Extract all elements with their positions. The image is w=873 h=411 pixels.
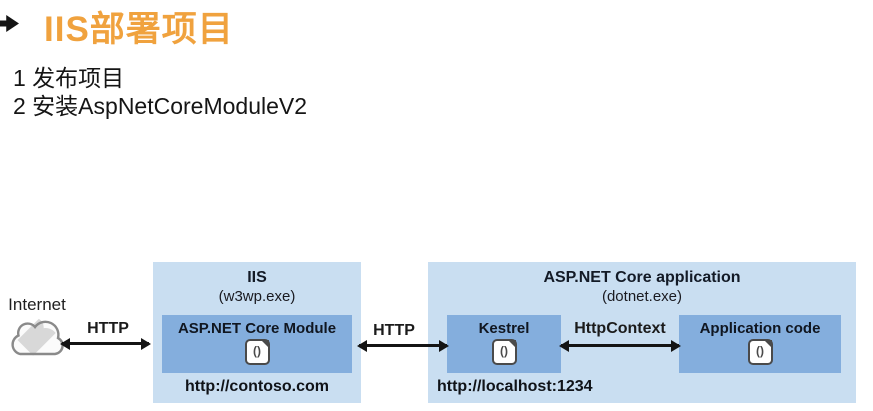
http-arrow-iis-to-kestrel [359,344,447,347]
http-label-1: HTTP [87,320,129,337]
code-file-icon: () [244,339,270,365]
iis-process: (w3wp.exe) [218,288,296,305]
code-glyph: () [756,344,764,358]
application-code-box: Application code () [679,315,841,373]
http-label-2: HTTP [373,322,415,339]
aspnet-process: (dotnet.exe) [601,288,683,305]
kestrel-box: Kestrel () [447,315,561,373]
code-glyph: () [253,344,261,358]
httpcontext-arrow [561,344,679,347]
aspnet-url: http://localhost:1234 [437,378,593,395]
bullet-arrow-icon [0,15,19,32]
aspnet-core-module-box: ASP.NET Core Module () [162,315,352,373]
step-item-2: 2 安装AspNetCoreModuleV2 [13,93,308,119]
httpcontext-label: HttpContext [574,320,666,337]
aspnet-title: ASP.NET Core application [543,269,741,286]
folded-corner-icon [763,340,772,348]
step-item-1: 1 发布项目 [13,65,125,91]
aspnet-application-box: ASP.NET Core application (dotnet.exe) Ke… [428,262,856,403]
http-arrow-internet-to-iis [62,342,149,345]
aspnet-core-module-label: ASP.NET Core Module [177,320,337,337]
internet-label: Internet [8,295,66,314]
iis-url: http://contoso.com [185,378,329,395]
application-code-label: Application code [699,320,821,337]
code-file-icon: () [491,339,517,365]
iis-title: IIS [247,269,267,286]
folded-corner-icon [507,340,516,348]
kestrel-label: Kestrel [478,320,530,337]
code-file-icon: () [747,339,773,365]
code-glyph: () [500,344,508,358]
cloud-icon [7,308,69,367]
folded-corner-icon [260,340,269,348]
iis-box: IIS (w3wp.exe) ASP.NET Core Module () ht… [153,262,361,403]
page-title: IIS部署项目 [44,10,234,49]
